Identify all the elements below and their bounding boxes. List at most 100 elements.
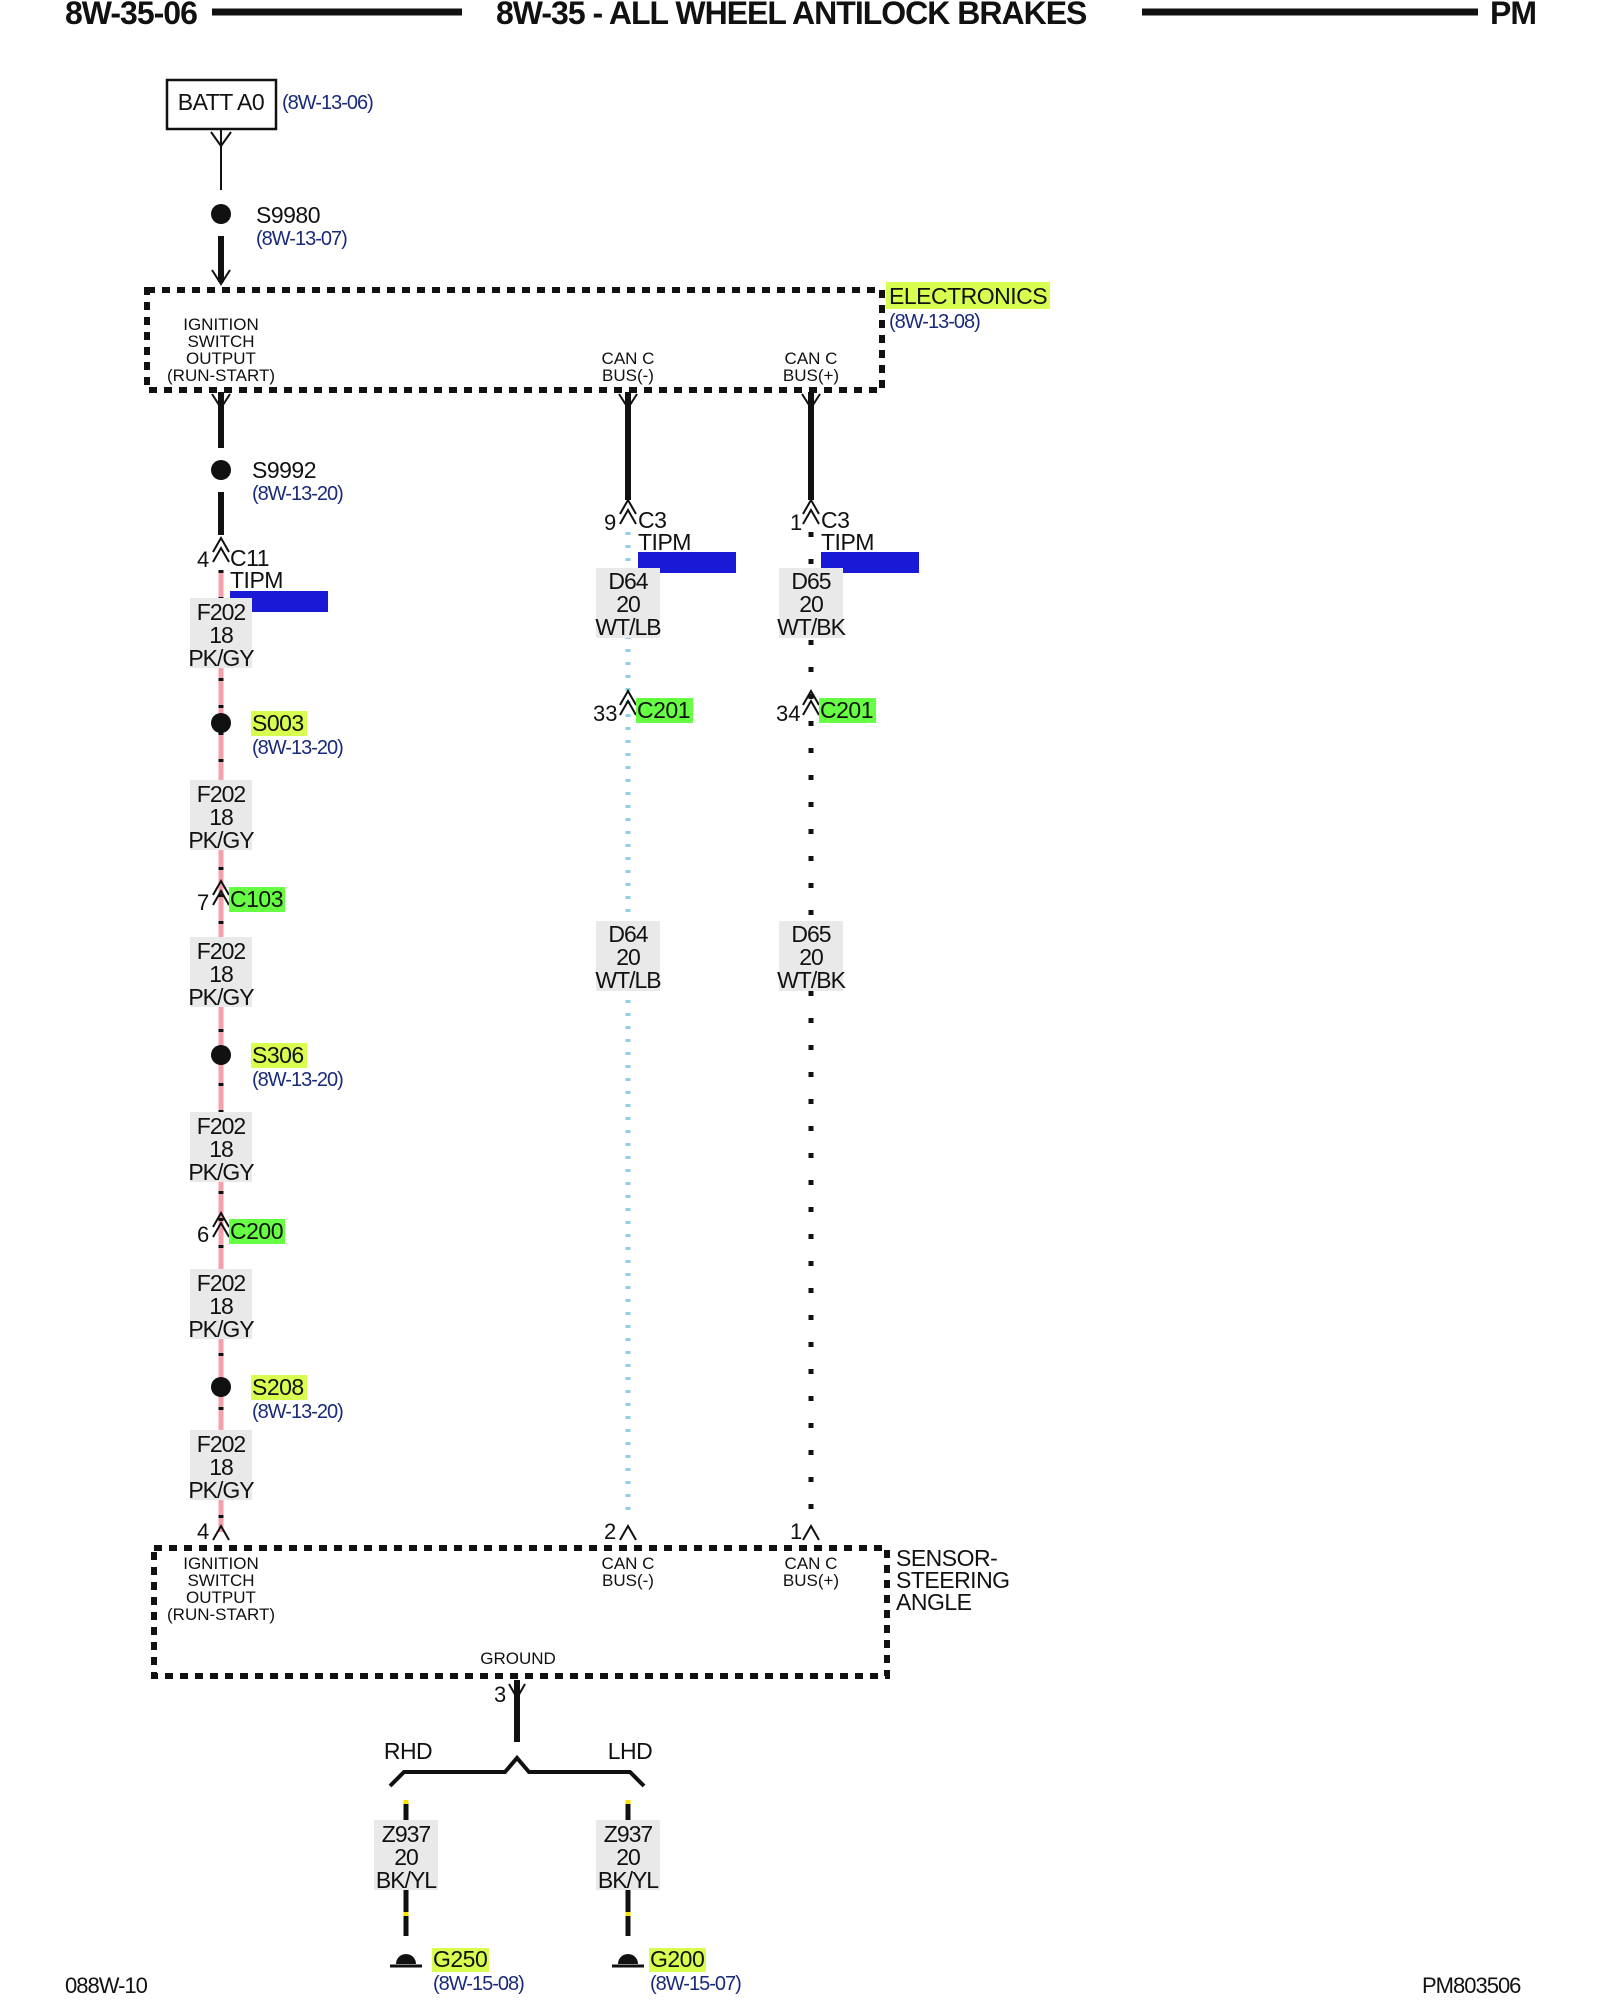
c201-left-chevron-bottom (619, 698, 637, 716)
page-footer: 088W-10 PM803506 (65, 1973, 1522, 1998)
sensor-ground-label: GROUND (480, 1649, 556, 1668)
c103-chevron-bottom (212, 888, 230, 906)
pin-text: BUS(-) (602, 366, 654, 385)
ground-g250-label: G250 (433, 1946, 487, 1972)
splice-highlight (251, 711, 307, 736)
c3-right-module-bar (821, 552, 919, 573)
wire-color: WT/LB (595, 614, 661, 640)
pin-text: OUTPUT (186, 349, 256, 368)
splice-s208-label: S208 (252, 1374, 304, 1400)
wire-gauge: 20 (616, 591, 640, 617)
pin-text: IGNITION (183, 1554, 259, 1573)
c201-left-highlight (636, 698, 693, 723)
wire-gauge: 18 (209, 622, 233, 648)
c103-chevron-top (212, 878, 230, 896)
wire-color: BK/YL (598, 1867, 659, 1893)
wire-gauge: 18 (209, 1293, 233, 1319)
c201-left-chevron-top (619, 688, 637, 706)
c201-left-name: C201 (637, 697, 690, 723)
c3-left-pin: 9 (604, 510, 616, 535)
wire-code: F202 (197, 599, 246, 625)
wire-color: PK/GY (188, 1477, 254, 1503)
c3-right-chevron-top (802, 497, 820, 515)
wire-color: WT/BK (777, 967, 846, 993)
wire-label-bg (596, 921, 660, 991)
splice-highlight (251, 1043, 307, 1068)
wire-label-z937: Z937 20 BK/YL (596, 1820, 660, 1893)
sensor-pin-ignition: IGNITION SWITCH OUTPUT (RUN-START) (167, 1554, 275, 1624)
electronics-input-chevron (211, 269, 231, 286)
batt-a0-label: BATT A0 (178, 89, 264, 115)
splice-s9980-ref: (8W-13-07) (256, 228, 347, 250)
c11-module-bar (230, 591, 328, 612)
footer-right: PM803506 (1422, 1973, 1521, 1998)
wire-gauge: 20 (616, 944, 640, 970)
header-right: PM (1490, 0, 1536, 31)
c11-pin: 4 (197, 547, 209, 572)
sensor-pin-ign: 4 (197, 1519, 209, 1544)
splice-dot (211, 713, 231, 733)
pin-text: CAN C (785, 1554, 838, 1573)
ground-section: 3 RHD LHD Z937 20 BK/YL G250 (8W-15-08) … (374, 1680, 742, 1995)
sensor-pin-can-minus: CAN C BUS(-) (602, 1554, 655, 1590)
pin-text: BUS(-) (602, 1571, 654, 1590)
splice-dot (211, 1377, 231, 1397)
header-left: 8W-35-06 (65, 0, 197, 31)
splice-s9992-label: S9992 (252, 457, 316, 483)
splice-s208-ref: (8W-13-20) (252, 1401, 343, 1423)
middle-column: 9 C3 TIPM D64 20 WT/LB 33 C201 D64 20 WT… (593, 392, 736, 1544)
right-column: 1 C3 TIPM D65 20 WT/BK 34 C201 D65 20 WT… (776, 392, 919, 1544)
sensor-box (151, 1545, 890, 1679)
wire-label-z937: Z937 20 BK/YL (374, 1820, 438, 1893)
branch-bracket (388, 1754, 646, 1788)
ground-symbol-icon (618, 1954, 638, 1964)
wire-label-f202: F202 18 PK/GY (188, 1269, 255, 1342)
sensor-ign-chevron (212, 1523, 230, 1541)
branch-lhd: LHD (608, 1738, 653, 1764)
c3-left-chevron-bottom (619, 507, 637, 525)
sensor-name-1: SENSOR- (896, 1545, 997, 1571)
wire-gauge: 20 (799, 944, 823, 970)
wire-code: D64 (608, 921, 648, 947)
c3-left-chevron-top (619, 497, 637, 515)
sensor-pin-canp: 1 (790, 1519, 802, 1544)
electronics-pin-can-plus: CAN C BUS(+) (783, 349, 839, 385)
page-header: 8W-35-06 8W-35 - ALL WHEEL ANTILOCK BRAK… (65, 0, 1537, 31)
wire-label-bg (190, 598, 252, 668)
branch-rhd: RHD (384, 1738, 432, 1764)
wire-code: D65 (791, 921, 830, 947)
c201-right-chevron-top (802, 688, 820, 706)
wire-gauge: 18 (209, 1136, 233, 1162)
wire-label-bg (190, 1269, 252, 1339)
c201-right-pin: 34 (776, 701, 800, 726)
wire-gauge: 20 (799, 591, 823, 617)
ground-g200-ref: (8W-15-07) (650, 1973, 741, 1995)
wire-label-f202: F202 18 PK/GY (188, 780, 255, 853)
wire-label-bg (190, 1112, 252, 1182)
wire-code: F202 (197, 781, 246, 807)
wire-color: PK/GY (188, 645, 254, 671)
splice-s306-ref: (8W-13-20) (252, 1069, 343, 1091)
sensor-pin-canm: 2 (604, 1519, 616, 1544)
wire-gauge: 18 (209, 961, 233, 987)
sensor-canm-chevron (619, 1523, 637, 1541)
wire-label-f202: F202 18 PK/GY (188, 598, 255, 671)
sensor-name-3: ANGLE (896, 1589, 972, 1615)
electronics-box (144, 287, 885, 393)
wire-label-f202: F202 18 PK/GY (188, 937, 255, 1010)
splice-highlight (251, 1375, 307, 1400)
wire-color: PK/GY (188, 827, 254, 853)
splice-s9980: S9980 (8W-13-07) (211, 202, 348, 286)
c200-name: C200 (230, 1218, 283, 1244)
c200-chevron-top (212, 1210, 230, 1228)
electronics-module: ELECTRONICS (8W-13-08) IGNITION SWITCH O… (144, 282, 1050, 393)
wire-label-bg (596, 568, 660, 638)
header-center: 8W-35 - ALL WHEEL ANTILOCK BRAKES (496, 0, 1087, 31)
c11-module: TIPM (230, 567, 283, 593)
wire-color: BK/YL (376, 1867, 437, 1893)
batt-a0-ref: (8W-13-06) (282, 92, 373, 114)
sensor-pin-can-plus: CAN C BUS(+) (783, 1554, 839, 1590)
splice-dot (211, 1045, 231, 1065)
c201-right-name: C201 (820, 697, 873, 723)
